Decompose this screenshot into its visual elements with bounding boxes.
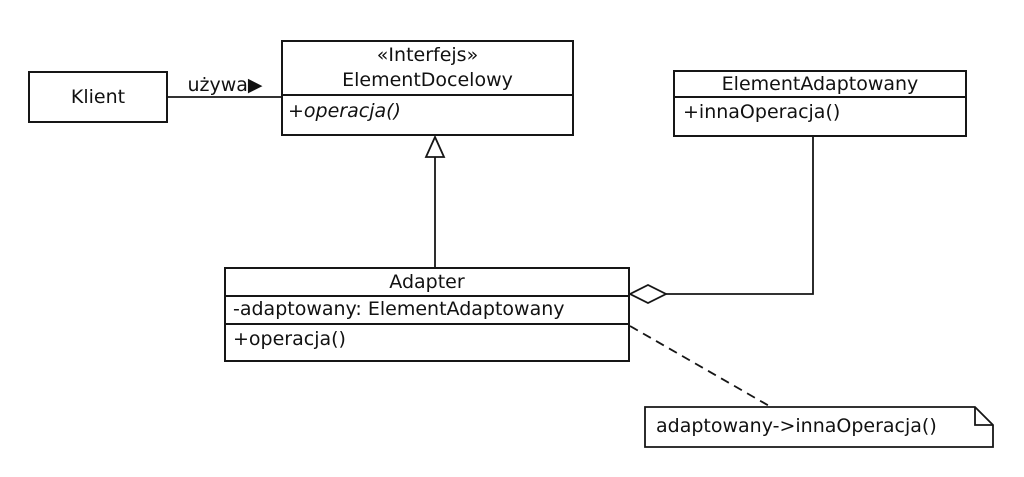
attributes-compartment: -adaptowany: ElementAdaptowany bbox=[226, 295, 628, 323]
class-box-element-adaptowany: ElementAdaptowany +innaOperacja() bbox=[673, 70, 967, 137]
class-header-element-docelowy: «Interfejs» ElementDocelowy bbox=[283, 42, 572, 94]
operation-label: +operacja() bbox=[288, 100, 401, 122]
class-name-element-adaptowany: ElementAdaptowany bbox=[721, 73, 919, 95]
generalization-triangle-icon bbox=[424, 134, 446, 158]
attribute-label: -adaptowany: ElementAdaptowany bbox=[233, 298, 565, 320]
note-text: adaptowany->innaOperacja() bbox=[656, 415, 937, 437]
note-anchor-dashed-line bbox=[629, 325, 772, 408]
association-label-uzywa: używa▶ bbox=[187, 74, 263, 96]
class-box-klient: Klient bbox=[28, 71, 168, 123]
note-fold-icon bbox=[974, 407, 993, 426]
operation-label: +innaOperacja() bbox=[683, 101, 841, 123]
class-box-element-docelowy: «Interfejs» ElementDocelowy +operacja() bbox=[281, 40, 574, 136]
class-name-klient: Klient bbox=[70, 86, 126, 108]
class-name-adapter: Adapter bbox=[389, 271, 465, 293]
operations-compartment: +innaOperacja() bbox=[675, 96, 965, 135]
stereotype-label: «Interfejs» bbox=[376, 44, 479, 66]
operations-compartment: +operacja() bbox=[283, 94, 572, 135]
aggregation-line bbox=[666, 137, 814, 295]
operation-label: +operacja() bbox=[233, 328, 346, 350]
class-box-adapter: Adapter -adaptowany: ElementAdaptowany +… bbox=[224, 267, 630, 362]
note-shape bbox=[644, 406, 994, 448]
operations-compartment: +operacja() bbox=[226, 323, 628, 360]
aggregation-diamond-icon bbox=[627, 283, 669, 305]
class-name-element-docelowy: ElementDocelowy bbox=[342, 69, 513, 91]
